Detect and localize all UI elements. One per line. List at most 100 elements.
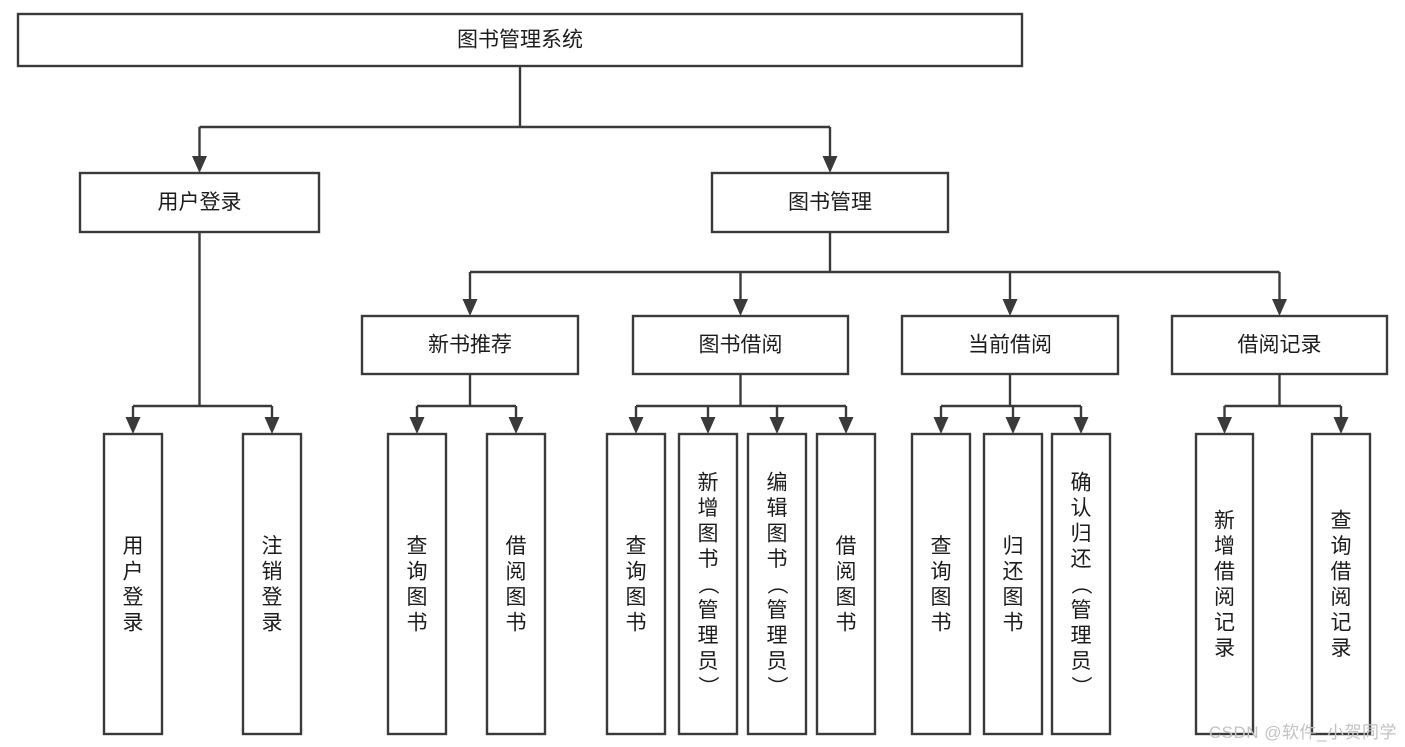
node-label-char: 新 [698, 471, 719, 494]
node-label-char: 录 [1214, 637, 1235, 660]
node-label-char: 阅 [506, 561, 527, 584]
node-box-leaf-logout [241, 432, 303, 736]
node-label-char: 归 [1071, 522, 1092, 545]
node-label-char: 录 [262, 612, 283, 635]
node-label-char: 阅 [1214, 586, 1235, 609]
node-label-char: 图 [407, 586, 428, 609]
node-root[interactable]: 图书管理系统 [16, 12, 1024, 68]
node-label-char: 录 [123, 612, 144, 635]
node-label-char: 借 [1214, 561, 1235, 584]
node-label-char: 查 [626, 535, 647, 558]
node-label-char: 书 [407, 612, 428, 635]
node-label-char: 书 [767, 548, 788, 571]
node-leaf-user-login[interactable]: 用户登录 [102, 432, 164, 736]
connector-group-new-book-recommend [409, 374, 524, 434]
node-label-char: 理 [698, 624, 719, 647]
node-box-leaf-query-book-1 [386, 432, 448, 736]
node-box-leaf-add-book [677, 432, 739, 736]
node-book-management[interactable]: 图书管理 [710, 171, 950, 234]
node-label-char: 借 [1331, 561, 1352, 584]
node-label-char: 书 [1003, 612, 1024, 635]
node-label-char: 理 [767, 624, 788, 647]
connector-group-user-login [125, 232, 280, 434]
node-label-char: 图 [836, 586, 857, 609]
node-label-char: 员 [698, 650, 719, 673]
node-label-char: 还 [1003, 561, 1024, 584]
node-box-new-book-recommend [360, 314, 580, 376]
node-label-char: 管 [1071, 599, 1092, 622]
node-box-leaf-return-book [982, 432, 1044, 736]
node-label-char: 管 [767, 599, 788, 622]
node-borrow-record[interactable]: 借阅记录 [1170, 314, 1389, 376]
node-label-char: 管 [698, 599, 719, 622]
node-user-login[interactable]: 用户登录 [78, 171, 321, 234]
node-label-char: 书 [506, 612, 527, 635]
node-label-char: 阅 [836, 561, 857, 584]
node-label-char: 户 [123, 561, 144, 584]
node-label-char: （ [1069, 574, 1092, 595]
node-box-leaf-query-book-3 [910, 432, 972, 736]
node-box-leaf-borrow-book-1 [485, 432, 547, 736]
node-label-char: ） [765, 676, 788, 697]
node-book-borrow[interactable]: 图书借阅 [631, 314, 850, 376]
node-box-book-borrow [631, 314, 850, 376]
node-label-char: 图 [931, 586, 952, 609]
node-label-new-book-recommend: 新书推荐 [428, 334, 512, 357]
node-label-char: 增 [698, 497, 719, 520]
node-label-book-management: 图书管理 [788, 191, 872, 214]
node-label-char: 查 [931, 535, 952, 558]
node-label-char: 查 [1331, 510, 1352, 533]
node-box-leaf-edit-book [746, 432, 808, 736]
node-box-leaf-confirm-return [1050, 432, 1112, 736]
node-box-current-borrow [900, 314, 1120, 376]
node-current-borrow[interactable]: 当前借阅 [900, 314, 1120, 376]
node-label-char: 认 [1071, 497, 1092, 520]
node-label-char: 登 [123, 586, 144, 609]
node-new-book-recommend[interactable]: 新书推荐 [360, 314, 580, 376]
node-box-leaf-user-login [102, 432, 164, 736]
node-label-char: 辑 [767, 497, 788, 520]
node-label-char: 员 [767, 650, 788, 673]
node-label-char: 图 [626, 586, 647, 609]
node-label-char: 编 [767, 471, 788, 494]
node-label-root: 图书管理系统 [457, 29, 583, 52]
node-label-char: （ [765, 574, 788, 595]
connector-layer [125, 66, 1349, 434]
node-label-char: 询 [407, 561, 428, 584]
node-label-char: 新 [1214, 510, 1235, 533]
node-label-char: 询 [931, 561, 952, 584]
node-label-char: 查 [407, 535, 428, 558]
node-box-leaf-borrow-book-2 [815, 432, 877, 736]
node-label-char: 借 [836, 535, 857, 558]
connector-group-current-borrow [933, 374, 1089, 434]
node-box-book-management [710, 171, 950, 234]
connector-group-root [192, 66, 838, 173]
node-label-char: 员 [1071, 650, 1092, 673]
node-layer: 图书管理系统用户登录图书管理新书推荐图书借阅当前借阅借阅记录用户登录注销登录查询… [16, 12, 1389, 736]
node-label-char: ） [1069, 676, 1092, 697]
connector-group-book-management [462, 232, 1287, 316]
node-label-char: 还 [1071, 548, 1092, 571]
node-box-leaf-query-book-2 [605, 432, 667, 736]
node-label-current-borrow: 当前借阅 [968, 334, 1052, 357]
node-label-char: 书 [836, 612, 857, 635]
node-label-char: 图 [1003, 586, 1024, 609]
node-label-char: 销 [262, 561, 283, 584]
node-label-char: 记 [1331, 612, 1352, 635]
node-label-char: 归 [1003, 535, 1024, 558]
node-label-char: 借 [506, 535, 527, 558]
node-box-leaf-add-record [1194, 432, 1255, 736]
